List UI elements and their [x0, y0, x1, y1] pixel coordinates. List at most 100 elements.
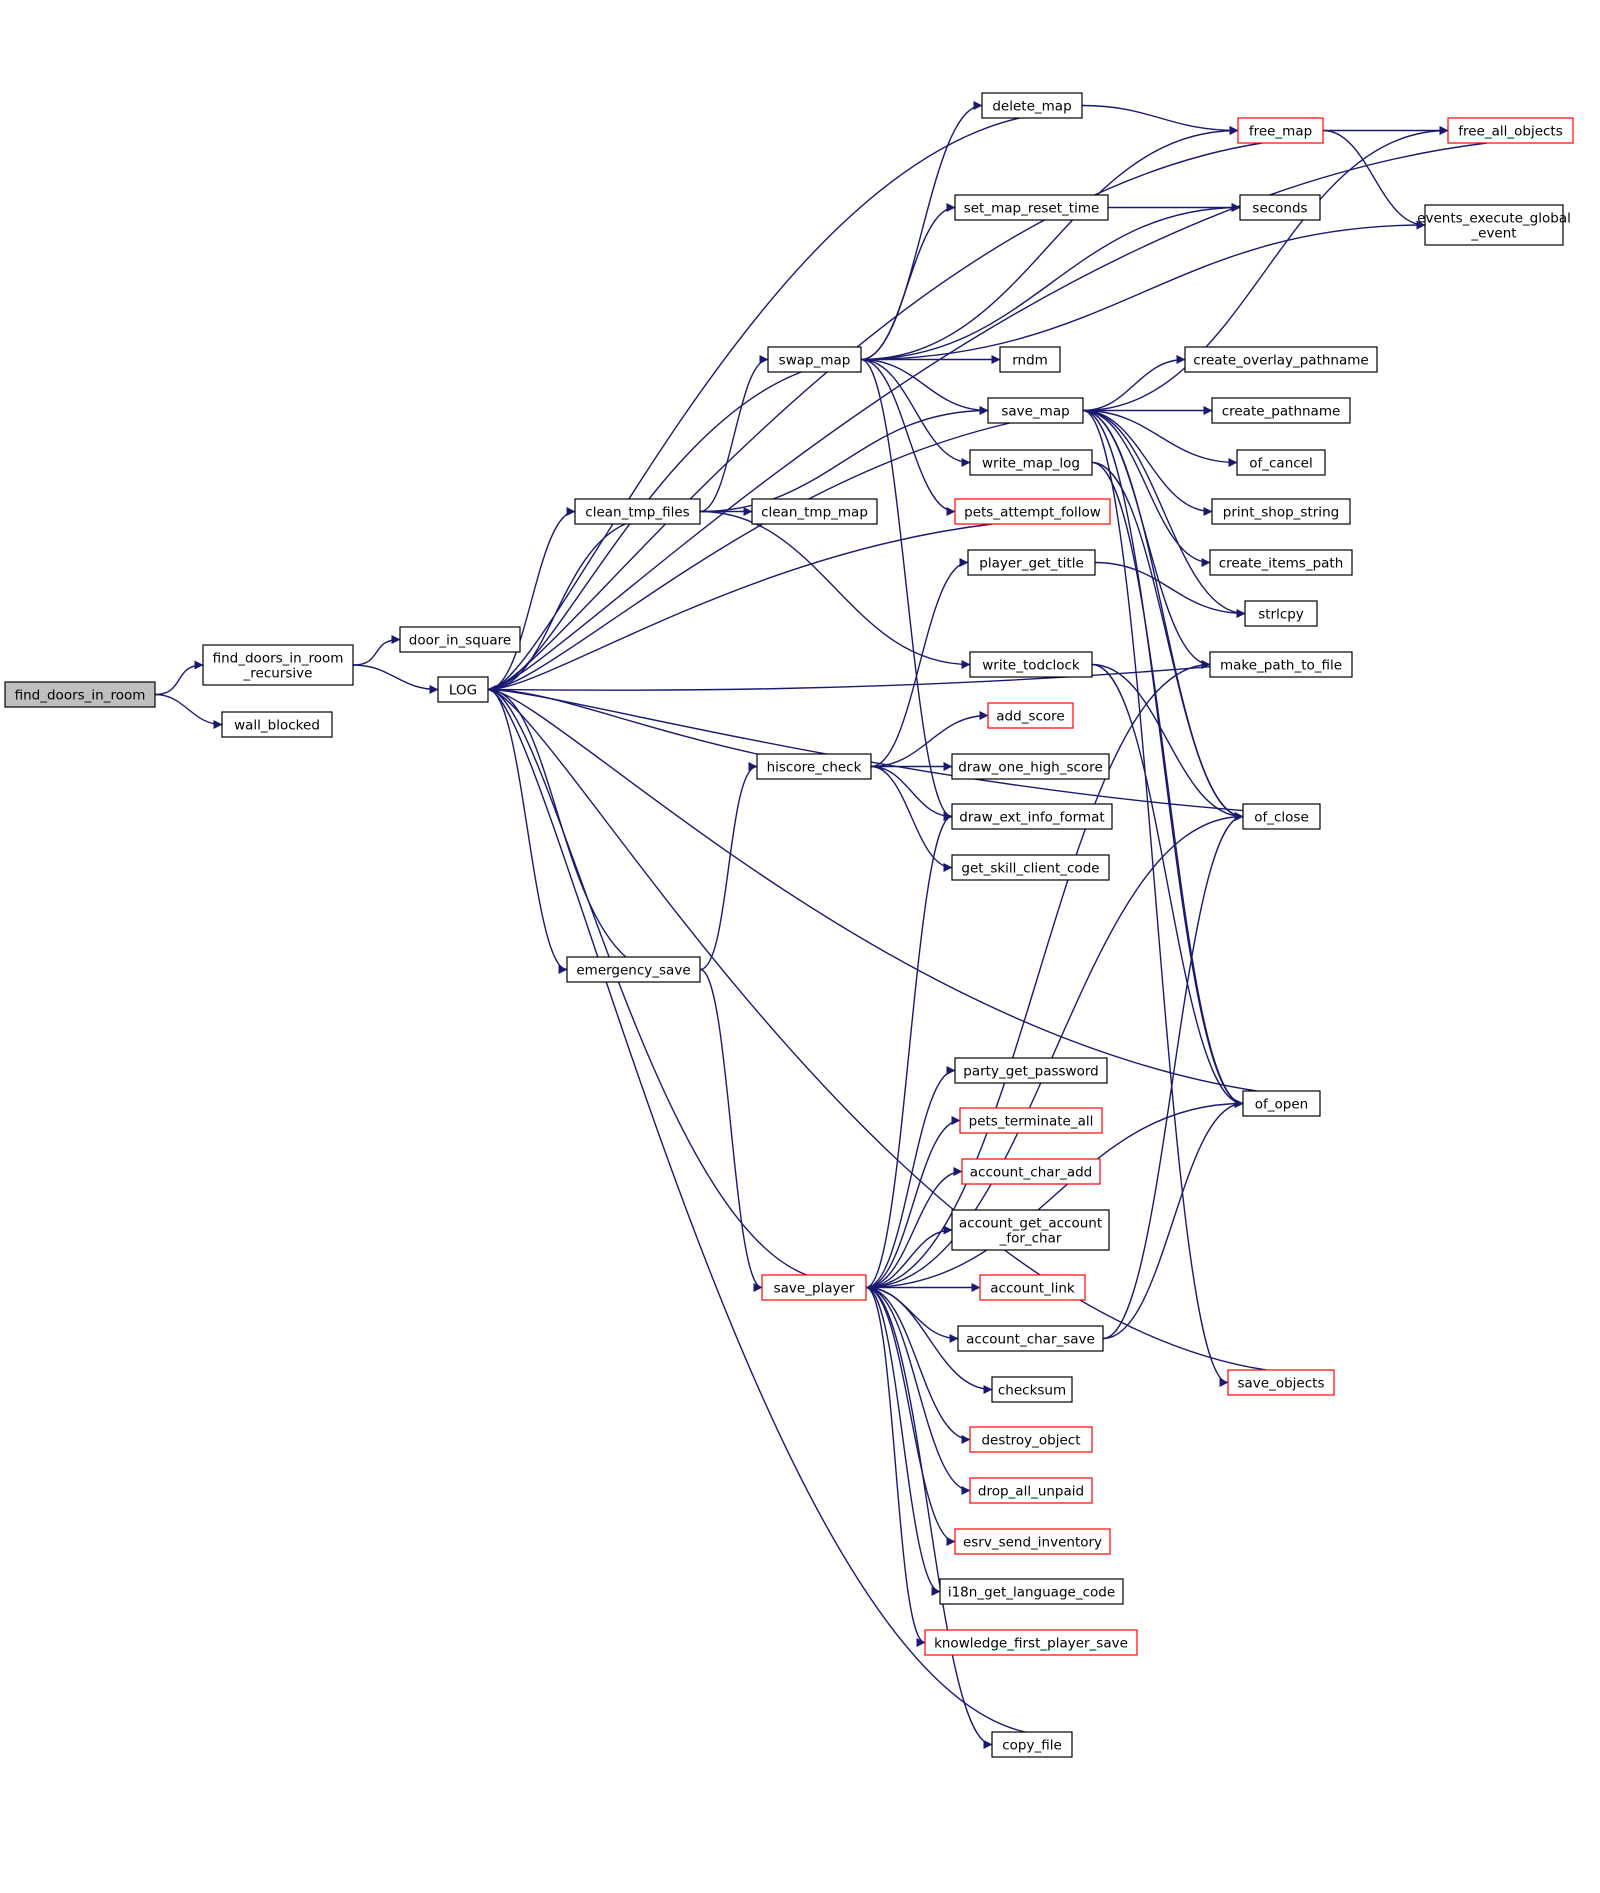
node-write_map_log[interactable]: write_map_log	[969, 449, 1093, 476]
node-box-party_get_password[interactable]	[954, 1057, 1108, 1084]
node-box-create_overlay_pathname[interactable]	[1184, 346, 1378, 373]
node-of_open[interactable]: of_open	[1242, 1090, 1321, 1117]
node-hiscore_check[interactable]: hiscore_check	[756, 753, 872, 780]
node-emergency_save[interactable]: emergency_save	[566, 956, 701, 983]
node-box-draw_one_high_score[interactable]	[951, 753, 1110, 780]
node-box-LOG[interactable]	[437, 676, 489, 703]
node-box-save_objects[interactable]	[1227, 1369, 1335, 1396]
node-box-free_all_objects[interactable]	[1447, 117, 1574, 144]
node-pets_terminate_all[interactable]: pets_terminate_all	[959, 1107, 1103, 1134]
node-print_shop_string[interactable]: print_shop_string	[1211, 498, 1351, 525]
node-box-i18n_get_language_code[interactable]	[939, 1578, 1124, 1605]
node-box-write_todclock[interactable]	[969, 651, 1093, 678]
node-clean_tmp_files[interactable]: clean_tmp_files	[574, 498, 701, 525]
node-box-strlcpy[interactable]	[1244, 600, 1318, 627]
node-box-save_map[interactable]	[987, 397, 1084, 424]
node-set_map_reset_time[interactable]: set_map_reset_time	[954, 194, 1109, 221]
node-account_get_account_for_char[interactable]: account_get_account_for_char	[951, 1209, 1110, 1251]
node-box-of_open[interactable]	[1242, 1090, 1321, 1117]
node-save_player[interactable]: save_player	[761, 1274, 867, 1301]
node-box-find_doors_in_room_recursive[interactable]	[202, 644, 354, 686]
node-free_all_objects[interactable]: free_all_objects	[1447, 117, 1574, 144]
node-create_pathname[interactable]: create_pathname	[1211, 397, 1351, 424]
node-box-account_char_save[interactable]	[957, 1325, 1104, 1352]
node-wall_blocked[interactable]: wall_blocked	[221, 711, 333, 738]
node-copy_file[interactable]: copy_file	[991, 1731, 1073, 1758]
node-events_execute_global_event[interactable]: events_execute_global_event	[1417, 204, 1571, 246]
node-seconds[interactable]: seconds	[1239, 194, 1321, 221]
node-box-hiscore_check[interactable]	[756, 753, 872, 780]
node-create_items_path[interactable]: create_items_path	[1209, 549, 1353, 576]
node-box-events_execute_global_event[interactable]	[1424, 204, 1564, 246]
node-box-clean_tmp_files[interactable]	[574, 498, 701, 525]
node-player_get_title[interactable]: player_get_title	[967, 549, 1096, 576]
node-account_link[interactable]: account_link	[979, 1274, 1086, 1301]
node-box-write_map_log[interactable]	[969, 449, 1093, 476]
node-box-drop_all_unpaid[interactable]	[969, 1477, 1093, 1504]
node-box-player_get_title[interactable]	[967, 549, 1096, 576]
node-draw_one_high_score[interactable]: draw_one_high_score	[951, 753, 1110, 780]
node-save_map[interactable]: save_map	[987, 397, 1084, 424]
node-box-draw_ext_info_format[interactable]	[951, 803, 1113, 830]
node-box-swap_map[interactable]	[767, 346, 862, 373]
node-account_char_add[interactable]: account_char_add	[961, 1158, 1101, 1185]
node-add_score[interactable]: add_score	[987, 702, 1074, 729]
node-box-door_in_square[interactable]	[399, 626, 521, 653]
node-LOG[interactable]: LOG	[437, 676, 489, 703]
node-draw_ext_info_format[interactable]: draw_ext_info_format	[951, 803, 1113, 830]
node-rndm[interactable]: rndm	[999, 346, 1061, 373]
node-box-esrv_send_inventory[interactable]	[954, 1528, 1111, 1555]
node-box-add_score[interactable]	[987, 702, 1074, 729]
node-checksum[interactable]: checksum	[991, 1376, 1073, 1403]
node-box-of_close[interactable]	[1242, 803, 1321, 830]
node-clean_tmp_map[interactable]: clean_tmp_map	[751, 498, 878, 525]
node-knowledge_first_player_save[interactable]: knowledge_first_player_save	[924, 1629, 1138, 1656]
node-box-account_char_add[interactable]	[961, 1158, 1101, 1185]
node-box-account_get_account_for_char[interactable]	[951, 1209, 1110, 1251]
node-find_doors_in_room_recursive[interactable]: find_doors_in_room_recursive	[202, 644, 354, 686]
node-box-emergency_save[interactable]	[566, 956, 701, 983]
node-box-set_map_reset_time[interactable]	[954, 194, 1109, 221]
node-box-destroy_object[interactable]	[969, 1426, 1093, 1453]
node-box-clean_tmp_map[interactable]	[751, 498, 878, 525]
node-box-wall_blocked[interactable]	[221, 711, 333, 738]
node-esrv_send_inventory[interactable]: esrv_send_inventory	[954, 1528, 1111, 1555]
node-box-create_items_path[interactable]	[1209, 549, 1353, 576]
node-door_in_square[interactable]: door_in_square	[399, 626, 521, 653]
node-create_overlay_pathname[interactable]: create_overlay_pathname	[1184, 346, 1378, 373]
node-box-print_shop_string[interactable]	[1211, 498, 1351, 525]
node-box-save_player[interactable]	[761, 1274, 867, 1301]
node-of_cancel[interactable]: of_cancel	[1236, 449, 1326, 476]
node-box-checksum[interactable]	[991, 1376, 1073, 1403]
node-box-rndm[interactable]	[999, 346, 1061, 373]
node-free_map[interactable]: free_map	[1237, 117, 1324, 144]
node-make_path_to_file[interactable]: make_path_to_file	[1209, 651, 1353, 678]
node-box-copy_file[interactable]	[991, 1731, 1073, 1758]
node-find_doors_in_room[interactable]: find_doors_in_room	[4, 681, 156, 708]
node-box-delete_map[interactable]	[981, 92, 1083, 119]
node-swap_map[interactable]: swap_map	[767, 346, 862, 373]
node-box-pets_attempt_follow[interactable]	[954, 498, 1111, 525]
node-box-account_link[interactable]	[979, 1274, 1086, 1301]
node-write_todclock[interactable]: write_todclock	[969, 651, 1093, 678]
node-box-of_cancel[interactable]	[1236, 449, 1326, 476]
node-account_char_save[interactable]: account_char_save	[957, 1325, 1104, 1352]
node-pets_attempt_follow[interactable]: pets_attempt_follow	[954, 498, 1111, 525]
node-of_close[interactable]: of_close	[1242, 803, 1321, 830]
node-party_get_password[interactable]: party_get_password	[954, 1057, 1108, 1084]
node-i18n_get_language_code[interactable]: i18n_get_language_code	[939, 1578, 1124, 1605]
node-destroy_object[interactable]: destroy_object	[969, 1426, 1093, 1453]
node-box-free_map[interactable]	[1237, 117, 1324, 144]
node-box-pets_terminate_all[interactable]	[959, 1107, 1103, 1134]
node-strlcpy[interactable]: strlcpy	[1244, 600, 1318, 627]
node-save_objects[interactable]: save_objects	[1227, 1369, 1335, 1396]
node-box-get_skill_client_code[interactable]	[951, 854, 1110, 881]
node-box-knowledge_first_player_save[interactable]	[924, 1629, 1138, 1656]
node-delete_map[interactable]: delete_map	[981, 92, 1083, 119]
node-box-make_path_to_file[interactable]	[1209, 651, 1353, 678]
node-box-seconds[interactable]	[1239, 194, 1321, 221]
node-get_skill_client_code[interactable]: get_skill_client_code	[951, 854, 1110, 881]
node-box-find_doors_in_room[interactable]	[4, 681, 156, 708]
node-drop_all_unpaid[interactable]: drop_all_unpaid	[969, 1477, 1093, 1504]
node-box-create_pathname[interactable]	[1211, 397, 1351, 424]
